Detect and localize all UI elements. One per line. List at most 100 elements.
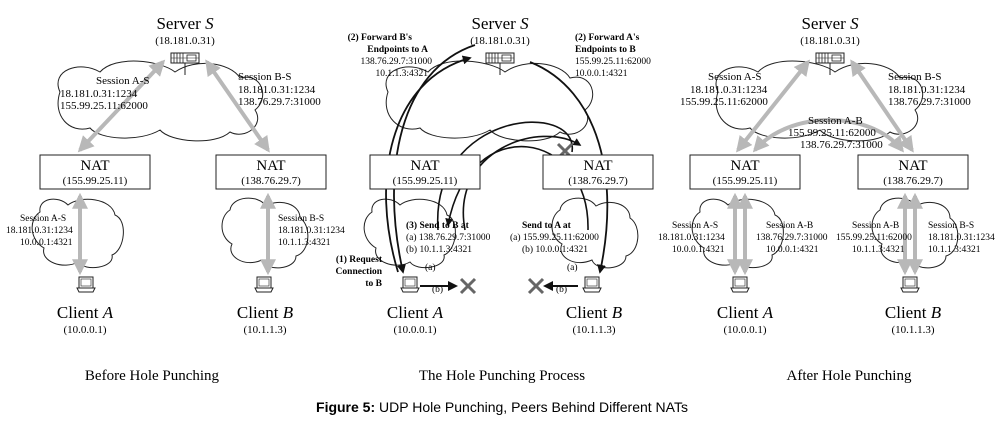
svg-text:18.181.0.31:1234: 18.181.0.31:1234 [238,84,316,96]
svg-text:Session A-B: Session A-B [766,221,813,231]
svg-text:155.99.25.11:62000: 155.99.25.11:62000 [60,100,148,112]
svg-text:10.1.1.3:4321: 10.1.1.3:4321 [852,245,905,255]
svg-text:10.1.1.3:4321: 10.1.1.3:4321 [375,69,428,79]
svg-text:10.1.1.3:4321: 10.1.1.3:4321 [278,238,331,248]
private-cloud-a [31,198,124,269]
svg-text:(138.76.29.7): (138.76.29.7) [883,175,943,187]
svg-text:NAT: NAT [730,158,759,174]
svg-text:Endpoints to A: Endpoints to A [367,45,428,55]
client-computer-icon [582,276,602,293]
svg-text:Server S: Server S [156,14,214,33]
svg-text:(10.1.1.3): (10.1.1.3) [572,324,615,336]
svg-text:Client B: Client B [237,303,294,322]
session-label-a-s: Session A-S [96,75,150,87]
svg-text:Client A: Client A [387,303,444,322]
svg-text:(10.0.0.1): (10.0.0.1) [393,324,436,336]
svg-text:NAT: NAT [410,158,439,174]
forward-arrow-to-b [529,61,609,274]
panel-caption: The Hole Punching Process [419,368,585,384]
client-computer-icon [76,276,96,293]
svg-text:NAT: NAT [898,158,927,174]
client-computer-icon [254,276,274,293]
svg-text:138.76.29.7:31000: 138.76.29.7:31000 [360,57,432,67]
svg-text:138.76.29.7:31000: 138.76.29.7:31000 [800,139,883,151]
svg-text:Session B-S: Session B-S [928,221,974,231]
svg-text:Session A-S: Session A-S [672,221,718,231]
svg-text:Server S: Server S [801,14,859,33]
nat-box-a [39,154,151,190]
svg-text:Server S: Server S [471,14,529,33]
forward-arrow-to-a [393,44,476,274]
svg-text:(18.181.0.31): (18.181.0.31) [155,35,215,47]
svg-text:(b) 10.1.1.3:4321: (b) 10.1.1.3:4321 [406,244,472,255]
svg-text:(10.1.1.3): (10.1.1.3) [243,324,286,336]
nat-box-a [369,154,481,190]
nat-box-b [215,154,327,190]
panel-after: Server S (18.181.0.31) Session A-S 18.18… [658,14,995,384]
svg-text:10.0.0.1:4321: 10.0.0.1:4321 [766,245,819,255]
svg-text:(18.181.0.31): (18.181.0.31) [800,35,860,47]
client-computer-icon [900,276,920,293]
svg-text:18.181.0.31:1234: 18.181.0.31:1234 [928,233,995,243]
svg-text:18.181.0.31:1234: 18.181.0.31:1234 [6,226,73,236]
panel-process: Server S (18.181.0.31) (2) Forward B's E… [336,14,654,384]
svg-text:18.181.0.31:1234: 18.181.0.31:1234 [888,84,966,96]
svg-text:Session A-B: Session A-B [808,115,863,127]
svg-text:(a) 138.76.29.7:31000: (a) 138.76.29.7:31000 [406,232,491,243]
session-arrow [752,118,905,153]
svg-text:138.76.29.7:31000: 138.76.29.7:31000 [756,233,828,243]
svg-text:Session B-S: Session B-S [888,71,942,83]
svg-text:18.181.0.31:1234: 18.181.0.31:1234 [60,88,138,100]
svg-text:(138.76.29.7): (138.76.29.7) [568,175,628,187]
svg-text:18.181.0.31:1234: 18.181.0.31:1234 [690,84,768,96]
svg-text:(b): (b) [556,284,567,295]
svg-text:Endpoints to B: Endpoints to B [575,45,636,55]
svg-text:NAT: NAT [80,158,109,174]
svg-text:155.99.25.11:62000: 155.99.25.11:62000 [788,127,876,139]
client-computer-icon [400,276,420,293]
svg-text:Client A: Client A [717,303,774,322]
client-computer-icon [730,276,750,293]
panel-caption: After Hole Punching [787,368,912,384]
blocked-x-icon [459,277,477,295]
server-icon [170,52,200,64]
svg-text:(10.1.1.3): (10.1.1.3) [891,324,934,336]
session-arrow [205,59,270,153]
svg-text:18.181.0.31:1234: 18.181.0.31:1234 [278,226,345,236]
private-cloud-a [363,198,456,269]
svg-text:Session A-S: Session A-S [20,214,66,224]
svg-text:Client A: Client A [57,303,114,322]
svg-text:Session A-B: Session A-B [852,221,899,231]
svg-text:138.76.29.7:31000: 138.76.29.7:31000 [238,96,321,108]
svg-text:10.0.0.1:4321: 10.0.0.1:4321 [575,69,628,79]
svg-text:Session B-S: Session B-S [278,214,324,224]
svg-text:155.99.25.11:62000: 155.99.25.11:62000 [575,57,651,67]
svg-text:NAT: NAT [256,158,285,174]
svg-text:(b) 10.0.0.1:4321: (b) 10.0.0.1:4321 [522,244,588,255]
request-arrow [385,55,472,273]
svg-text:(10.0.0.1): (10.0.0.1) [63,324,106,336]
panel-caption: Before Hole Punching [85,368,220,384]
svg-text:(2) Forward A's: (2) Forward A's [575,32,640,43]
svg-text:(a) 155.99.25.11:62000: (a) 155.99.25.11:62000 [510,232,599,243]
svg-text:(a): (a) [425,262,436,273]
svg-text:(2) Forward B's: (2) Forward B's [348,32,413,43]
session-arrow [736,59,810,153]
session-label-b-s: Session B-S [238,71,292,83]
panel-before: Server S (18.181.0.31) Session A-S 18.18… [6,14,345,384]
svg-text:Session A-S: Session A-S [708,71,762,83]
svg-text:(138.76.29.7): (138.76.29.7) [241,175,301,187]
svg-text:(b): (b) [432,284,443,295]
svg-text:Send to A at: Send to A at [522,221,572,231]
svg-text:10.0.0.1:4321: 10.0.0.1:4321 [20,238,73,248]
svg-text:Client B: Client B [885,303,942,322]
svg-text:NAT: NAT [583,158,612,174]
svg-text:(155.99.25.11): (155.99.25.11) [393,175,458,187]
svg-text:Connection: Connection [336,267,383,277]
svg-text:(155.99.25.11): (155.99.25.11) [63,175,128,187]
private-cloud-b [551,197,639,269]
nat-box-b [857,154,969,190]
nat-box-b [542,154,654,190]
nat-box-a [689,154,801,190]
